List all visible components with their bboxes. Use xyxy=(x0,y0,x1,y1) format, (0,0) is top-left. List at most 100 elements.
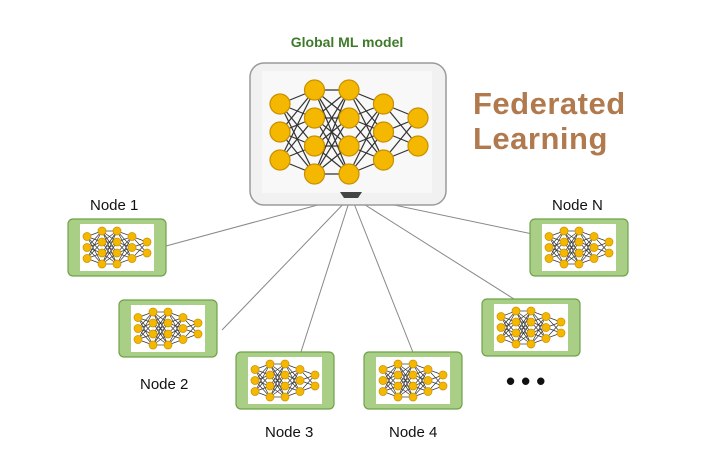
neuron xyxy=(604,248,614,258)
neuron xyxy=(604,237,614,247)
neuron xyxy=(574,237,584,247)
neuron xyxy=(97,248,107,258)
neuron xyxy=(589,232,599,241)
neuron xyxy=(303,135,326,157)
neuron xyxy=(133,313,143,322)
neuron xyxy=(97,259,107,269)
neuron xyxy=(295,376,305,385)
neuron xyxy=(280,392,290,402)
neuron xyxy=(511,328,521,338)
neuron xyxy=(142,248,152,258)
neuron xyxy=(574,226,584,236)
global-model-box xyxy=(249,62,447,206)
neuron xyxy=(559,226,569,236)
neuron xyxy=(496,323,506,332)
node-4-card xyxy=(363,351,463,410)
neuron xyxy=(250,387,260,396)
network-neurons xyxy=(133,307,203,350)
neuron xyxy=(338,107,360,129)
neuron xyxy=(423,365,433,374)
neuron xyxy=(148,329,158,339)
neuron xyxy=(280,370,290,380)
neuron xyxy=(338,79,360,101)
neuron xyxy=(378,376,388,385)
node-2-card xyxy=(118,299,218,358)
node-1-card xyxy=(67,218,167,277)
neuron xyxy=(269,93,291,115)
neuron xyxy=(112,226,122,236)
network-neurons xyxy=(544,226,614,269)
neuron xyxy=(269,121,291,143)
neuron xyxy=(526,339,536,349)
neuron xyxy=(178,313,188,322)
neuron xyxy=(408,381,418,391)
node-n-card xyxy=(529,218,629,277)
neuron xyxy=(556,317,566,327)
neuron xyxy=(541,334,551,343)
node-3-label: Node 3 xyxy=(265,424,314,441)
neuron xyxy=(280,381,290,391)
node-n-label: Node N xyxy=(552,197,603,214)
neuron xyxy=(280,359,290,369)
neuron xyxy=(265,370,275,380)
neuron xyxy=(393,392,403,402)
neuron xyxy=(163,340,173,350)
neuron xyxy=(148,307,158,317)
neuron xyxy=(574,259,584,269)
neuron xyxy=(148,318,158,328)
neuron xyxy=(372,121,395,143)
node-extra-card xyxy=(481,298,581,357)
neuron xyxy=(526,306,536,316)
global-model-title: Global ML model xyxy=(290,34,404,50)
neuron xyxy=(250,376,260,385)
node-4-label: Node 4 xyxy=(389,424,438,441)
federated-learning-title: Federated Learning xyxy=(473,86,626,156)
neuron xyxy=(408,392,418,402)
neuron xyxy=(526,328,536,338)
neuron xyxy=(310,381,320,391)
neuron xyxy=(97,226,107,236)
neuron xyxy=(559,237,569,247)
connector-hub-icon xyxy=(340,192,362,198)
node-1-label: Node 1 xyxy=(90,197,139,214)
neuron xyxy=(163,329,173,339)
neuron xyxy=(407,135,429,157)
neuron xyxy=(393,370,403,380)
neuron xyxy=(511,339,521,349)
network-neurons xyxy=(250,359,320,402)
neuron xyxy=(393,359,403,369)
neuron xyxy=(556,328,566,338)
neuron xyxy=(82,243,92,252)
neuron xyxy=(148,340,158,350)
neuron xyxy=(303,163,326,185)
neuron xyxy=(589,243,599,252)
neuron xyxy=(269,149,291,171)
neuron xyxy=(127,254,137,263)
neuron xyxy=(112,259,122,269)
neuron xyxy=(393,381,403,391)
neuron xyxy=(408,359,418,369)
neuron xyxy=(511,317,521,327)
node-cards xyxy=(67,218,629,410)
node-3-card xyxy=(235,351,335,410)
neuron xyxy=(496,334,506,343)
neuron xyxy=(372,93,395,115)
neuron xyxy=(250,365,260,374)
neuron xyxy=(589,254,599,263)
node-2-label: Node 2 xyxy=(140,376,189,393)
neuron xyxy=(127,232,137,241)
neuron xyxy=(163,307,173,317)
neuron xyxy=(378,387,388,396)
neuron xyxy=(559,248,569,258)
neuron xyxy=(178,335,188,344)
neuron xyxy=(310,370,320,380)
neuron xyxy=(82,232,92,241)
neuron xyxy=(265,381,275,391)
neuron xyxy=(423,387,433,396)
neuron xyxy=(178,324,188,333)
network-neurons xyxy=(378,359,448,402)
neuron xyxy=(112,237,122,247)
neuron xyxy=(408,370,418,380)
connection-line xyxy=(350,195,526,307)
